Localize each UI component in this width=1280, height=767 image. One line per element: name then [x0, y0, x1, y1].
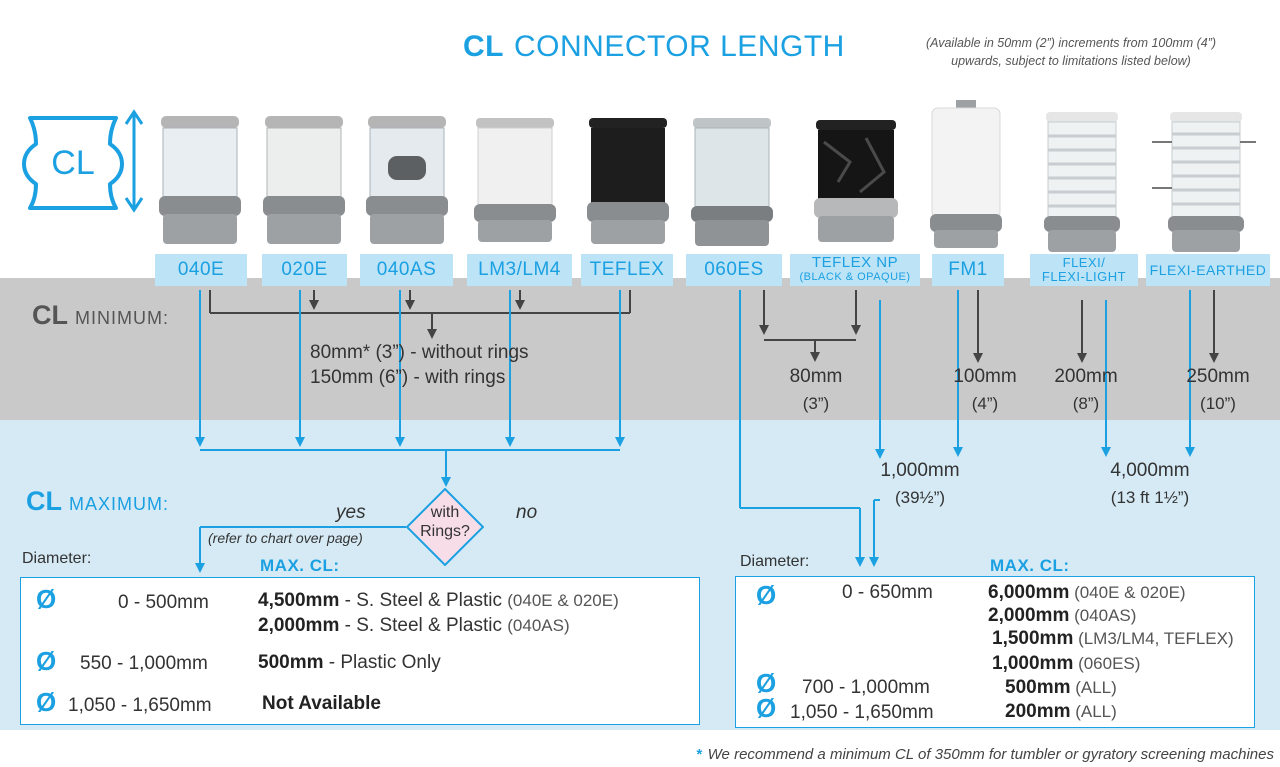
min-earthed-mm: 250mm	[1186, 366, 1250, 387]
decision-yes: yes	[336, 502, 366, 523]
min-teflexnp-mm: 80mm	[789, 366, 843, 387]
product-image-fm1	[930, 100, 1002, 248]
right-table	[735, 576, 1255, 728]
right-value-1: 6,000mm (040E & 020E)	[988, 582, 1186, 603]
label-fm1: FM1	[932, 254, 1004, 286]
right-value-4: 1,000mm (060ES)	[992, 653, 1141, 674]
diameter-icon: Ø	[756, 668, 777, 698]
left-row-1-line-1: 4,500mm - S. Steel & Plastic (040E & 020…	[258, 590, 619, 611]
diameter-icon: Ø	[36, 646, 57, 676]
left-diameter-label: Diameter:	[22, 550, 92, 567]
min-group-line-2: 150mm (6”) - with rings	[310, 367, 506, 388]
min-flexi-in: (8”)	[1072, 394, 1100, 413]
min-flexi-mm: 200mm	[1054, 366, 1118, 387]
max-np-fm1-mm: 1,000mm	[880, 460, 960, 481]
title-text: CONNECTOR LENGTH	[514, 30, 845, 63]
min-fm1-in: (4”)	[971, 394, 999, 413]
cl-length-icon: CL	[22, 109, 144, 213]
decision-no: no	[516, 502, 538, 523]
min-teflexnp-in: (3”)	[802, 394, 830, 413]
product-image-teflex-np	[814, 120, 898, 242]
left-range-3: 1,050 - 1,650mm	[68, 695, 212, 716]
product-image-flexi	[1044, 112, 1120, 252]
right-diameter-label: Diameter:	[740, 553, 810, 570]
label-040as: 040AS	[360, 254, 453, 286]
availability-note: (Available in 50mm (2”) increments from …	[890, 34, 1252, 70]
diameter-icon: Ø	[36, 584, 57, 614]
right-value-5: 500mm (ALL)	[1005, 677, 1117, 698]
label-flexi-earthed: FLEXI-EARTHED	[1146, 254, 1270, 286]
title-abbr: CL	[463, 30, 504, 63]
right-value-6: 200mm (ALL)	[1005, 701, 1117, 722]
label-040e: 040E	[155, 254, 247, 286]
maximum-title: CL MAXIMUM:	[26, 486, 170, 516]
label-020e: 020E	[262, 254, 347, 286]
product-image-lm3-lm4	[474, 118, 556, 242]
left-range-2: 550 - 1,000mm	[80, 653, 208, 674]
left-row-3: Not Available	[262, 693, 381, 714]
footnote: *We recommend a minimum CL of 350mm for …	[695, 746, 1274, 763]
right-max-label: MAX. CL:	[990, 556, 1070, 575]
product-image-040e	[159, 116, 241, 244]
product-image-020e	[263, 116, 345, 244]
min-fm1-mm: 100mm	[953, 366, 1017, 387]
availability-line-2: upwards, subject to limitations listed b…	[951, 54, 1191, 68]
left-range-1: 0 - 500mm	[118, 592, 209, 613]
label-060es: 060ES	[686, 254, 782, 286]
label-teflex: TEFLEX	[581, 254, 673, 286]
left-row-2: 500mm - Plastic Only	[258, 652, 441, 673]
availability-line-1: (Available in 50mm (2”) increments from …	[925, 36, 1217, 50]
label-flexi: FLEXI/FLEXI-LIGHT	[1030, 254, 1138, 286]
label-lm3-lm4: LM3/LM4	[467, 254, 572, 286]
product-image-flexi-earthed	[1152, 112, 1256, 252]
left-row-1-line-2: 2,000mm - S. Steel & Plastic (040AS)	[258, 615, 570, 636]
decision-diamond	[406, 488, 484, 566]
label-teflex-np: TEFLEX NP(BLACK & OPAQUE)	[790, 254, 920, 286]
min-earthed-in: (10”)	[1200, 394, 1236, 413]
cl-icon-text: CL	[51, 144, 94, 182]
left-max-label: MAX. CL:	[260, 556, 340, 575]
product-image-060es	[691, 118, 773, 246]
decision-text: with Rings?	[420, 504, 470, 540]
max-flexi-mm: 4,000mm	[1110, 460, 1190, 481]
minimum-band	[0, 278, 1280, 420]
right-range-1: 0 - 650mm	[842, 582, 933, 603]
product-image-040as	[366, 116, 448, 244]
diameter-icon: Ø	[756, 580, 777, 610]
right-value-2: 2,000mm (040AS)	[988, 605, 1137, 626]
refer-note: (refer to chart over page)	[208, 530, 363, 546]
right-range-2: 700 - 1,000mm	[802, 677, 930, 698]
product-image-teflex	[587, 118, 669, 244]
diameter-icon: Ø	[36, 687, 57, 717]
right-value-3: 1,500mm (LM3/LM4, TEFLEX)	[992, 628, 1234, 649]
page-title: CL CONNECTOR LENGTH	[463, 30, 845, 64]
diameter-icon: Ø	[756, 693, 777, 723]
min-group-line-1: 80mm* (3”) - without rings	[310, 342, 529, 363]
max-flexi-in: (13 ft 1½”)	[1110, 488, 1190, 507]
right-range-3: 1,050 - 1,650mm	[790, 702, 934, 723]
max-np-fm1-in: (39½”)	[894, 488, 946, 507]
minimum-title: CL MINIMUM:	[32, 300, 170, 330]
left-table	[20, 577, 700, 725]
